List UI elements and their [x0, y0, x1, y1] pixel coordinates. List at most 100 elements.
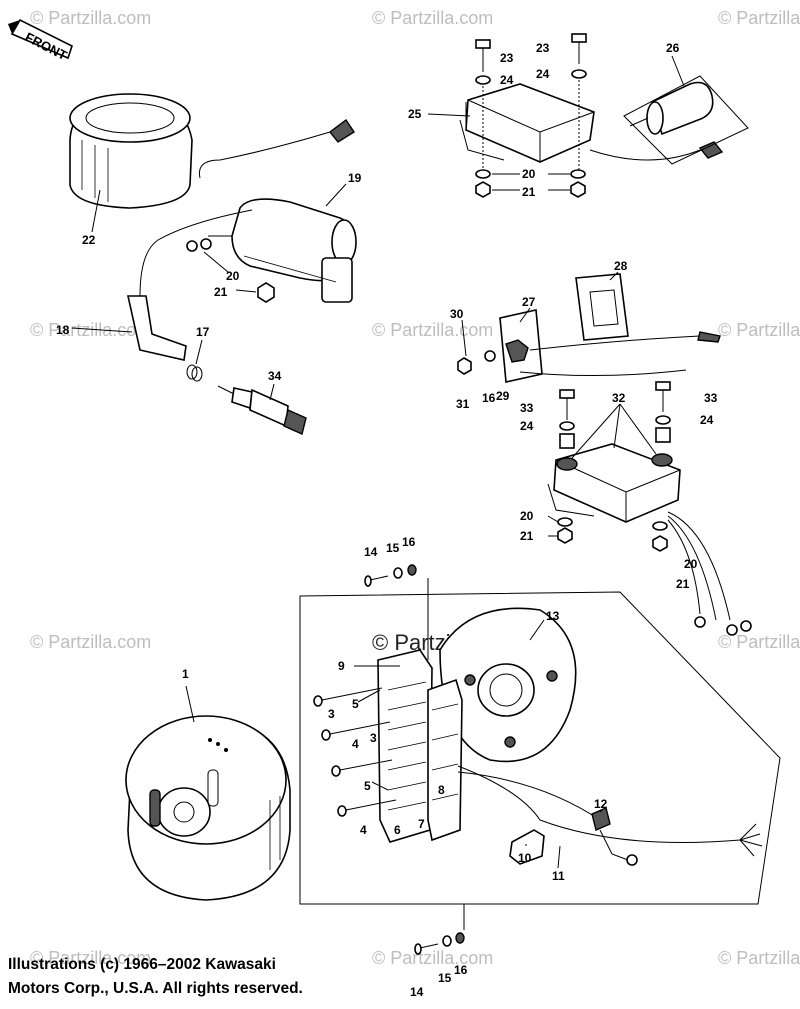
- screw-icon: [414, 943, 439, 955]
- washer-icon: [557, 517, 573, 527]
- callout-31: 31: [456, 397, 470, 411]
- callout-13: 13: [546, 609, 560, 623]
- callout-24: 24: [520, 419, 534, 433]
- callout-32: 32: [612, 391, 626, 405]
- condenser: [629, 81, 714, 136]
- wire: [529, 335, 701, 351]
- washer-icon: [484, 350, 496, 362]
- callout-33: 33: [704, 391, 718, 405]
- bolt-icon: [571, 33, 587, 64]
- callout-21: 21: [214, 285, 228, 299]
- watermark: © Partzilla.com: [372, 320, 493, 340]
- callout-20: 20: [226, 269, 240, 283]
- screw-icon: [321, 721, 391, 741]
- callout-23: 23: [500, 51, 514, 65]
- callout-10: 10: [518, 851, 532, 865]
- nut-icon: [475, 181, 491, 198]
- watermark: © Partzilla.com: [372, 948, 493, 968]
- callout-24: 24: [700, 413, 714, 427]
- callout-6: 6: [394, 823, 401, 837]
- callout-4: 4: [352, 737, 359, 751]
- ignition-cover: [69, 93, 193, 209]
- callout-3: 3: [328, 707, 335, 721]
- watermarks: © Partzilla.com © Partzilla.com © Partzi…: [30, 8, 800, 968]
- callout-33: 33: [520, 401, 534, 415]
- collar-icon: [559, 433, 575, 449]
- stator-assembly-outline: [299, 591, 781, 905]
- wire: [457, 771, 601, 821]
- callout-25: 25: [408, 107, 422, 121]
- terminal-icon: [694, 616, 706, 628]
- watermark: © Partzilla.com: [718, 948, 800, 968]
- watermark: © Partzilla.com: [30, 632, 151, 652]
- callout-16: 16: [454, 963, 468, 977]
- washer-icon: [442, 935, 452, 947]
- callout-7: 7: [418, 817, 425, 831]
- callout-21: 21: [522, 185, 536, 199]
- wire: [589, 149, 701, 161]
- exciter-coil: [427, 678, 463, 842]
- callout-17: 17: [196, 325, 210, 339]
- callout-23: 23: [536, 41, 550, 55]
- bolt-icon: [559, 389, 575, 420]
- watermark: © Partzilla.com: [30, 320, 151, 340]
- copyright-line-1: Illustrations (c) 1966–2002 Kawasaki: [8, 956, 276, 973]
- washer-icon: [570, 169, 586, 179]
- callout-30: 30: [450, 307, 464, 321]
- flywheel-rotor: [125, 715, 291, 901]
- watermark: © Partzilla.com: [718, 632, 800, 652]
- copyright-line-2: Motors Corp., U.S.A. All rights reserved…: [8, 980, 303, 997]
- washer-icon: [186, 240, 198, 252]
- watermark: © Partzilla.com: [718, 320, 800, 340]
- callout-21: 21: [520, 529, 534, 543]
- plug-lead: [139, 209, 253, 297]
- callout-4: 4: [360, 823, 367, 837]
- callout-29: 29: [496, 389, 510, 403]
- leader-lines: [71, 55, 685, 869]
- callout-12: 12: [594, 797, 608, 811]
- charging-coil: [377, 649, 433, 843]
- callout-16: 16: [482, 391, 496, 405]
- washer-icon: [652, 521, 668, 531]
- callout-5: 5: [364, 779, 371, 793]
- wiring-harness: [457, 765, 741, 843]
- callout-20: 20: [522, 167, 536, 181]
- ignition-coil: [208, 198, 357, 303]
- callout-19: 19: [348, 171, 362, 185]
- washer-icon: [475, 169, 491, 179]
- callout-26: 26: [666, 41, 680, 55]
- callout-34: 34: [268, 369, 282, 383]
- callout-20: 20: [684, 557, 698, 571]
- bolt-icon: [655, 381, 671, 412]
- wire-connector-icon: [698, 141, 724, 159]
- grommet: [509, 829, 545, 865]
- callout-9: 9: [338, 659, 345, 673]
- callout-14: 14: [410, 985, 424, 999]
- screw-icon: [331, 759, 393, 777]
- callout-11: 11: [552, 869, 565, 883]
- collar-icon: [655, 427, 671, 443]
- callout-22: 22: [82, 233, 96, 247]
- callout-5: 5: [352, 697, 359, 711]
- callout-20: 20: [520, 509, 534, 523]
- spring-icon: [186, 364, 203, 382]
- washer-icon: [455, 932, 465, 944]
- cdi-unit-upper: [459, 83, 595, 163]
- wire: [667, 511, 731, 621]
- screw-icon: [364, 575, 389, 587]
- callout-16: 16: [402, 535, 416, 549]
- nut-icon: [570, 181, 586, 198]
- watermark: © Partzilla.com: [30, 8, 151, 28]
- callout-1: 1: [182, 667, 189, 681]
- high-tension-wire: [198, 131, 331, 179]
- wire: [667, 515, 717, 621]
- callout-3: 3: [370, 731, 377, 745]
- callout-24: 24: [536, 67, 550, 81]
- watermark: © Partzilla.com: [372, 8, 493, 28]
- nut-icon: [257, 282, 275, 303]
- bolt-icon: [475, 39, 491, 72]
- wire-ends: [739, 823, 763, 857]
- part-labels: 1 3 3 4 4 5 5 6 7 8 9 10 11 12 13 14 14 …: [56, 41, 718, 999]
- watermark: © Partzilla.com: [718, 8, 800, 28]
- nut-icon: [652, 535, 668, 552]
